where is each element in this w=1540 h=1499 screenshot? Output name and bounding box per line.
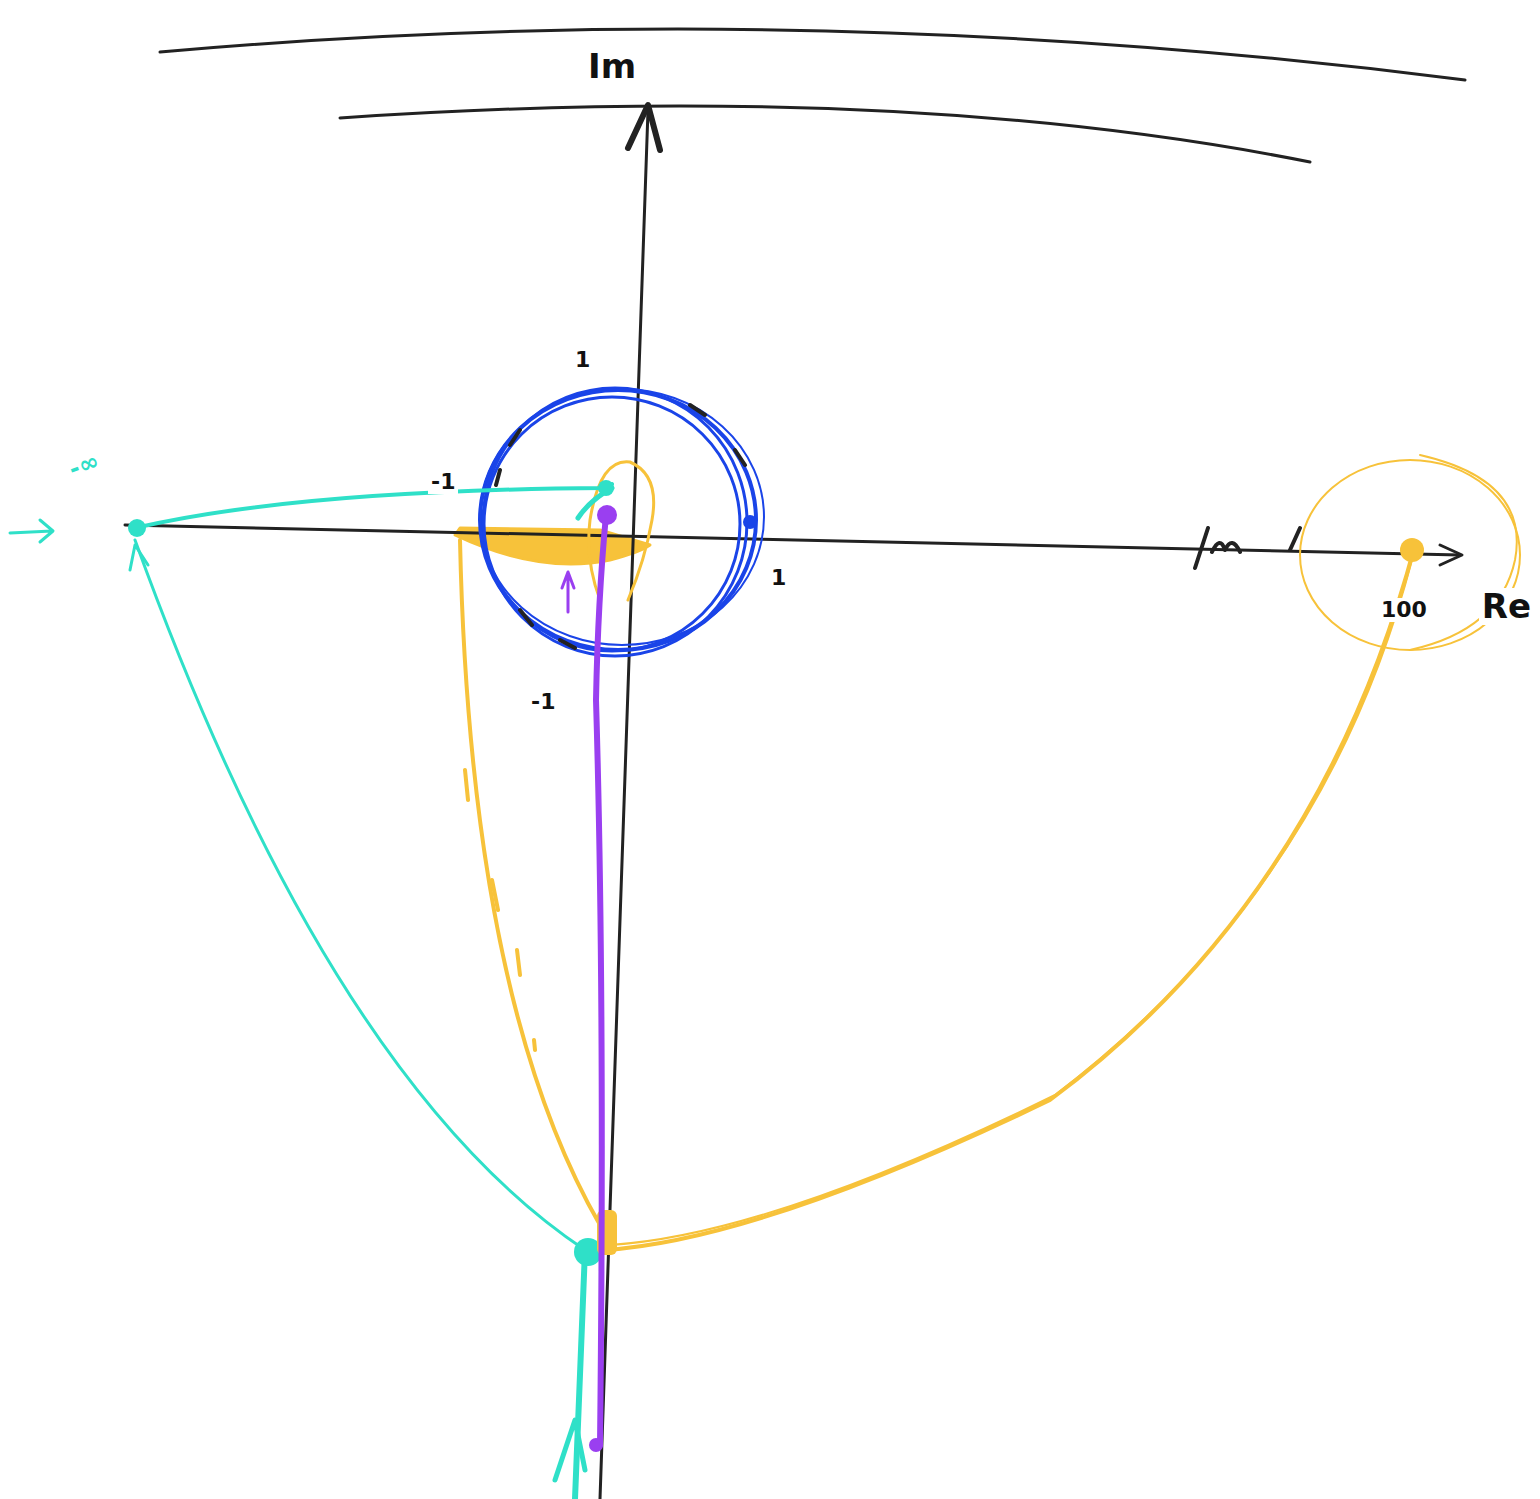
unit-circle [480,388,764,656]
infinity-label: -∞ [63,447,106,484]
axis-arrowhead [1440,545,1462,565]
tick-label: 100 [1378,598,1430,622]
horizon-line [160,29,1465,80]
real-axis [125,525,1460,555]
origin-point [597,505,617,525]
yellow-contour [460,455,1520,1250]
tick-label: -1 [428,470,458,494]
contour-point [598,480,614,496]
tick-label: -1 [528,690,558,714]
axis-arrowhead [628,105,660,150]
cyan-contour [10,484,612,1499]
tick-label: 1 [572,348,593,372]
unit-point [743,515,757,529]
axis-break-mark [1195,528,1300,568]
axis-label: Re [1479,588,1534,625]
contour-point [128,519,146,537]
purple-contour [562,515,606,1445]
contour-point [589,1438,603,1452]
circle-dash [496,405,745,648]
tick-label: 1 [768,566,789,590]
contour-point [1400,538,1424,562]
axis-label: Im [585,48,639,85]
imaginary-axis [600,110,648,1499]
horizon-line [340,106,1310,162]
